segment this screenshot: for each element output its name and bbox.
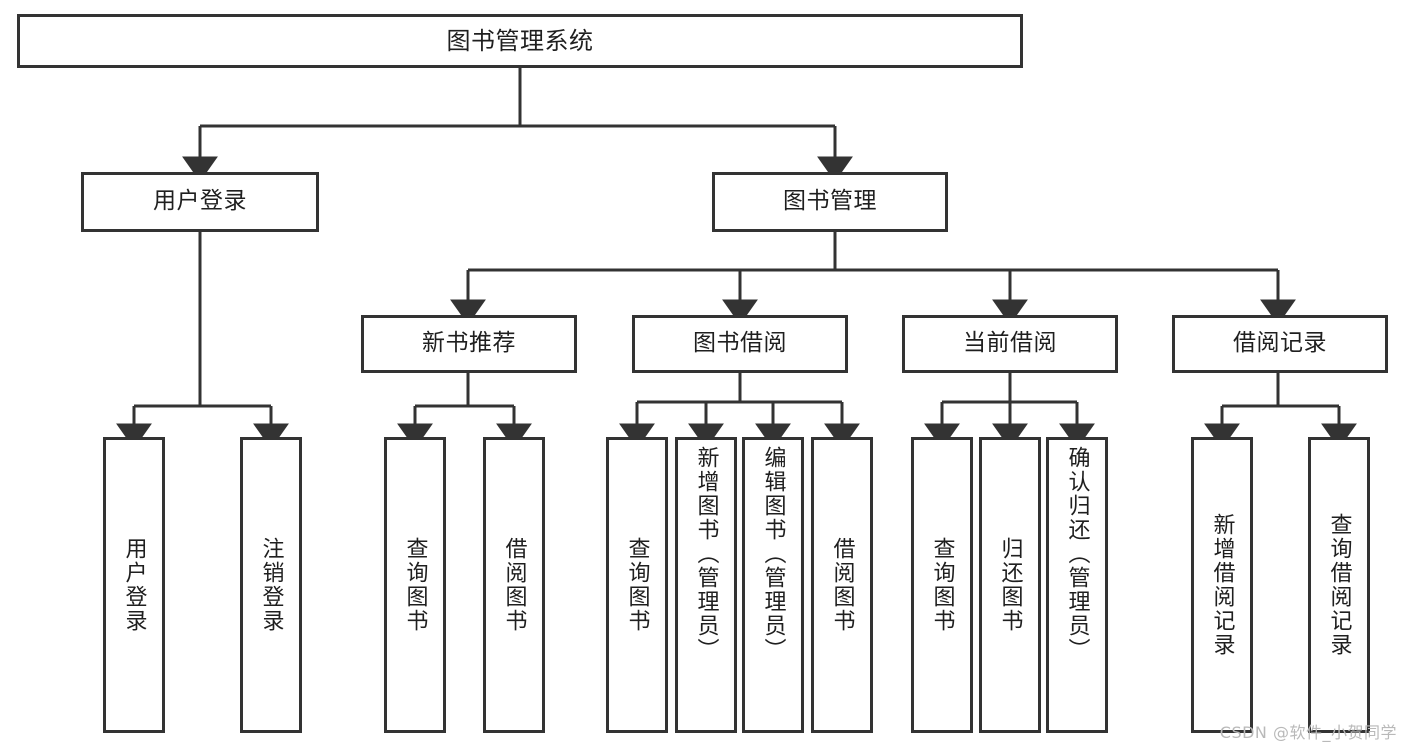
node-root-system[interactable]: 图书管理系统 bbox=[17, 14, 1023, 68]
node-label: 借阅图书 bbox=[829, 537, 855, 633]
node-label: 新书推荐 bbox=[422, 330, 516, 357]
node-leaf-edit-book[interactable]: 编辑图书（管理员） bbox=[742, 437, 804, 733]
node-leaf-borrow-book-2[interactable]: 借阅图书 bbox=[811, 437, 873, 733]
node-leaf-add-book[interactable]: 新增图书（管理员） bbox=[675, 437, 737, 733]
node-leaf-return-book[interactable]: 归还图书 bbox=[979, 437, 1041, 733]
node-leaf-borrow-book-1[interactable]: 借阅图书 bbox=[483, 437, 545, 733]
node-label: 图书借阅 bbox=[693, 330, 787, 357]
node-user-login[interactable]: 用户登录 bbox=[81, 172, 319, 232]
node-label: 用户登录 bbox=[121, 537, 147, 633]
node-borrow-record[interactable]: 借阅记录 bbox=[1172, 315, 1388, 373]
node-label: 图书管理 bbox=[783, 188, 877, 215]
node-label: 注销登录 bbox=[258, 537, 284, 633]
node-label: 当前借阅 bbox=[963, 330, 1057, 357]
node-label: 新增借阅记录 bbox=[1209, 513, 1235, 657]
node-label: 用户登录 bbox=[153, 188, 247, 215]
node-label: 图书管理系统 bbox=[446, 26, 594, 55]
node-new-book-recommend[interactable]: 新书推荐 bbox=[361, 315, 577, 373]
node-label: 查询图书 bbox=[624, 537, 650, 633]
node-leaf-query-book-2[interactable]: 查询图书 bbox=[606, 437, 668, 733]
node-label: 查询图书 bbox=[929, 537, 955, 633]
node-leaf-logout-login[interactable]: 注销登录 bbox=[240, 437, 302, 733]
node-leaf-query-record[interactable]: 查询借阅记录 bbox=[1308, 437, 1370, 733]
node-label: 查询借阅记录 bbox=[1326, 513, 1352, 657]
csdn-watermark: CSDN @软件_小贺同学 bbox=[1219, 723, 1397, 742]
node-leaf-query-book-3[interactable]: 查询图书 bbox=[911, 437, 973, 733]
node-label: 借阅记录 bbox=[1233, 330, 1327, 357]
node-leaf-user-login[interactable]: 用户登录 bbox=[103, 437, 165, 733]
node-label: 查询图书 bbox=[402, 537, 428, 633]
node-label: 新增图书（管理员） bbox=[693, 446, 719, 662]
node-current-borrow[interactable]: 当前借阅 bbox=[902, 315, 1118, 373]
node-book-borrow[interactable]: 图书借阅 bbox=[632, 315, 848, 373]
node-leaf-query-book-1[interactable]: 查询图书 bbox=[384, 437, 446, 733]
node-label: 归还图书 bbox=[997, 537, 1023, 633]
node-label: 借阅图书 bbox=[501, 537, 527, 633]
node-book-manage[interactable]: 图书管理 bbox=[712, 172, 948, 232]
node-leaf-confirm-return[interactable]: 确认归还（管理员） bbox=[1046, 437, 1108, 733]
node-leaf-add-record[interactable]: 新增借阅记录 bbox=[1191, 437, 1253, 733]
node-label: 编辑图书（管理员） bbox=[760, 446, 786, 662]
node-label: 确认归还（管理员） bbox=[1064, 446, 1090, 662]
